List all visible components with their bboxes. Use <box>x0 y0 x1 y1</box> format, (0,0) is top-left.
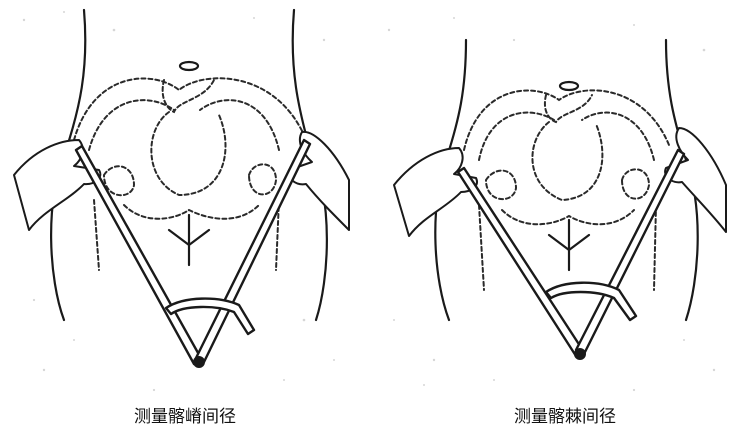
figure-interspinous-diameter <box>374 0 734 400</box>
pubic-symphysis <box>169 215 209 265</box>
iliac-wing-dashed <box>89 100 279 150</box>
iliac-crest-dashed <box>74 78 304 140</box>
caliper-left-arm <box>458 168 584 356</box>
figure-intercristal-diameter <box>4 0 364 400</box>
torso-outline <box>66 10 310 150</box>
iliac-crest-dashed <box>464 90 669 150</box>
pubic-arch-dashed <box>124 205 259 219</box>
caliper-right-arm <box>576 150 684 354</box>
acetabulum-dashed <box>104 164 276 195</box>
caption-intercristal: 测量髂嵴间径 <box>40 404 330 430</box>
caliper-left-arm <box>76 146 202 364</box>
iliac-wing-dashed <box>479 113 654 160</box>
navel <box>560 82 578 90</box>
right-hand <box>665 128 726 232</box>
caption-interspinous: 测量髂棘间径 <box>420 404 710 430</box>
pelvis-illustration-left <box>4 0 364 400</box>
sacrum-dashed <box>151 80 225 195</box>
caliper-pivot <box>193 356 205 368</box>
navel <box>180 62 198 70</box>
torso-outline <box>446 40 686 160</box>
pubic-symphysis <box>549 220 589 270</box>
acetabulum-dashed <box>486 169 649 199</box>
right-hand <box>288 132 349 230</box>
sacrum-dashed <box>532 95 602 200</box>
caliper-pivot <box>574 348 586 360</box>
pelvis-illustration-right <box>374 0 734 400</box>
